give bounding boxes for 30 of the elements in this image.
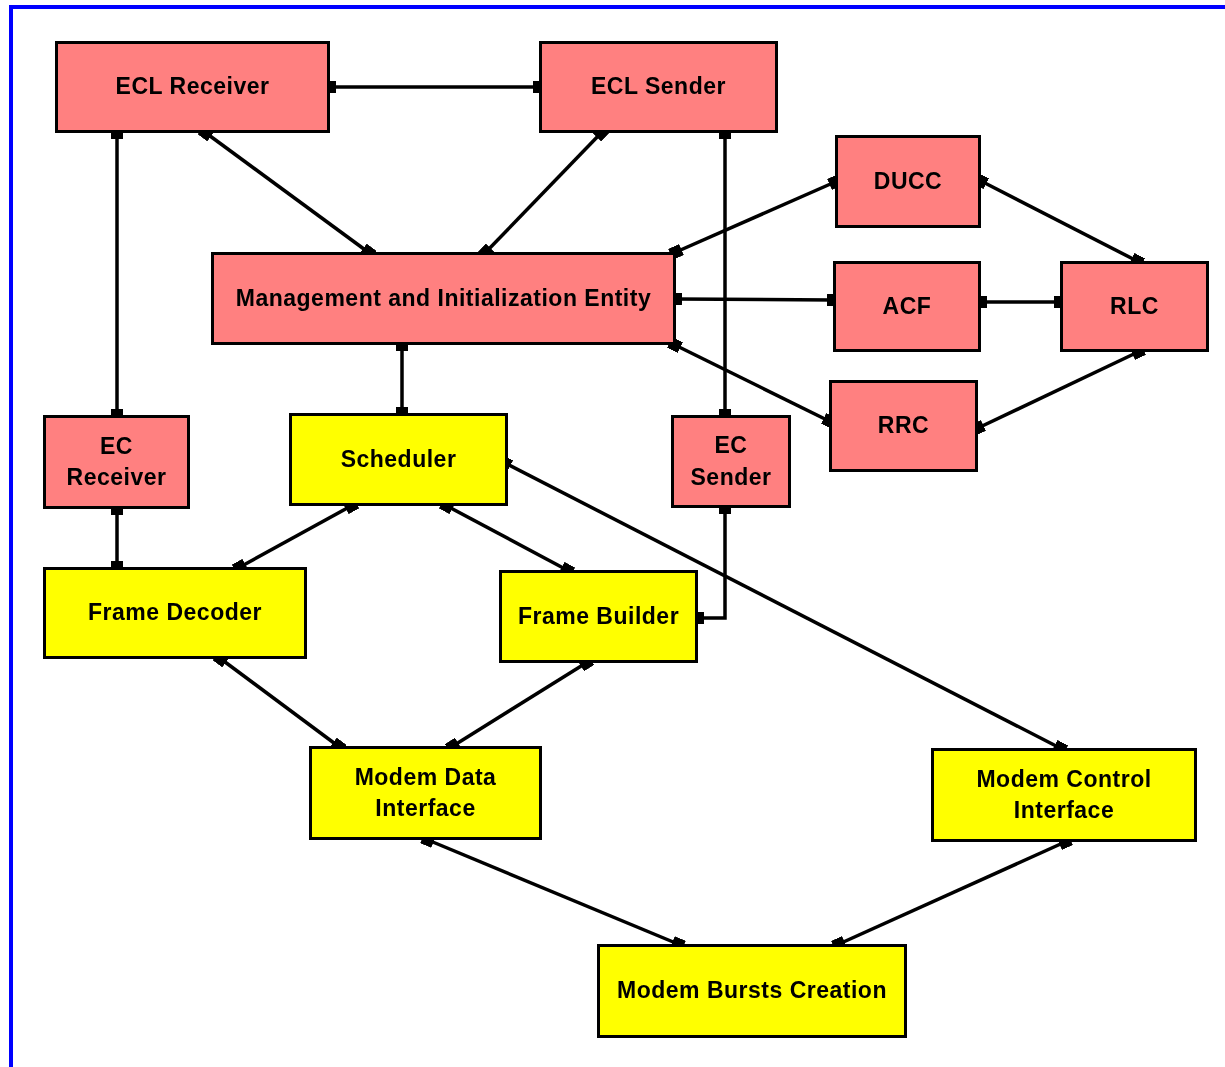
box-label: Modem Bursts Creation xyxy=(617,976,887,1006)
process-box xyxy=(289,413,508,506)
process-box xyxy=(55,41,330,133)
box-label: ECL Sender xyxy=(591,72,726,102)
process-box xyxy=(211,252,676,345)
box-label: Frame Decoder xyxy=(88,598,262,628)
process-box xyxy=(671,415,791,508)
process-box xyxy=(499,570,698,663)
box-label: Modem Control Interface xyxy=(975,764,1153,825)
box-label: ECL Receiver xyxy=(115,72,270,102)
box-label: Scheduler xyxy=(340,444,457,474)
process-box xyxy=(539,41,778,133)
process-box xyxy=(835,135,981,228)
box-label: ACF xyxy=(882,291,932,321)
process-box xyxy=(43,415,190,509)
process-box xyxy=(829,380,978,472)
box-label: Modem Data Interface xyxy=(353,762,498,823)
box-label: EC Sender xyxy=(689,431,773,492)
box-label: Frame Builder xyxy=(517,601,680,631)
process-box xyxy=(597,944,907,1038)
box-label: RLC xyxy=(1110,291,1159,321)
box-label: RRC xyxy=(877,411,930,441)
box-label: DUCC xyxy=(873,166,943,196)
box-label: EC Receiver xyxy=(65,431,168,492)
process-box xyxy=(833,261,981,352)
box-label: Management and Initialization Entity xyxy=(235,283,652,313)
process-box xyxy=(43,567,307,659)
process-box xyxy=(309,746,542,840)
process-box xyxy=(1060,261,1209,352)
process-box xyxy=(931,748,1197,842)
